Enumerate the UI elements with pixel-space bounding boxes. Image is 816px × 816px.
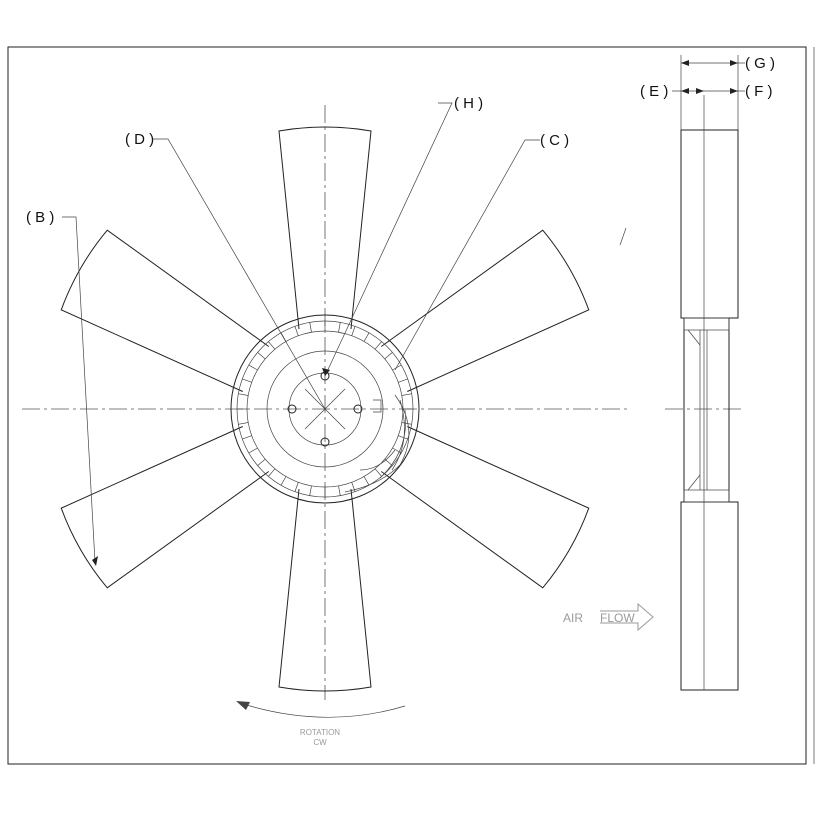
blade-lower-left bbox=[60, 426, 270, 589]
hub-rib bbox=[280, 476, 287, 486]
blade-lower-right bbox=[380, 426, 590, 589]
rotation-label-line2: CW bbox=[313, 738, 327, 747]
side-hub-diagonal-1 bbox=[687, 329, 701, 346]
blade-upper-left bbox=[60, 229, 270, 392]
airflow-arrow bbox=[600, 602, 654, 632]
hub-rib bbox=[338, 322, 341, 333]
callout-e: ( E ) bbox=[640, 83, 668, 100]
bolt-hole-right bbox=[353, 404, 363, 414]
hub-rib bbox=[242, 378, 252, 383]
hub-rib bbox=[238, 422, 249, 425]
hub-outer-ring bbox=[230, 314, 420, 504]
front-view bbox=[22, 102, 628, 718]
hub-rib bbox=[248, 364, 258, 371]
callout-b: ( B ) bbox=[26, 209, 54, 226]
bolt-hole-bottom bbox=[320, 437, 330, 447]
hub-rib bbox=[374, 468, 382, 477]
callout-c: ( C ) bbox=[540, 132, 569, 149]
dim-center-arrow bbox=[696, 88, 704, 94]
side-hub-diagonal-2 bbox=[687, 474, 701, 491]
hub-rib bbox=[257, 458, 266, 466]
hub-rib bbox=[338, 485, 341, 496]
hub-rib bbox=[392, 364, 402, 371]
blade-group bbox=[60, 126, 590, 692]
airflow-label-air: AIR bbox=[563, 611, 583, 625]
hub-rib bbox=[309, 485, 312, 496]
hub-rib bbox=[238, 393, 249, 396]
hub-rib bbox=[242, 435, 252, 440]
hub-rib bbox=[268, 341, 276, 350]
hub-rib bbox=[309, 322, 312, 333]
side-blade-upper bbox=[680, 129, 739, 319]
hub-rib bbox=[363, 476, 370, 486]
hub-rib bbox=[392, 447, 402, 454]
leader-b-arrow bbox=[92, 556, 98, 566]
side-view bbox=[600, 55, 745, 691]
drawing-frame bbox=[7, 46, 807, 765]
leader-h-arrow bbox=[322, 368, 330, 376]
hub-rib bbox=[294, 482, 299, 492]
dim-g-arrow-left bbox=[681, 60, 689, 66]
bolt-hole-left bbox=[287, 404, 297, 414]
hub-shading bbox=[344, 394, 410, 493]
hub-rib bbox=[363, 332, 370, 342]
blade-upper-right bbox=[380, 229, 590, 392]
callout-f: ( F ) bbox=[745, 83, 773, 100]
hub-rib bbox=[398, 435, 408, 440]
hub-rib bbox=[351, 326, 356, 336]
airflow-label-flow: FLOW bbox=[600, 611, 635, 625]
hub-rib bbox=[401, 422, 412, 425]
leader-d bbox=[153, 138, 326, 410]
dim-f-arrow bbox=[730, 88, 738, 94]
hub-rib bbox=[268, 468, 276, 477]
leader-b bbox=[62, 216, 96, 563]
hub-detail-mark bbox=[373, 399, 382, 413]
hub-rib bbox=[248, 447, 258, 454]
leader-h bbox=[324, 102, 453, 377]
callout-g: ( G ) bbox=[745, 55, 775, 72]
hub-ring-4 bbox=[266, 350, 384, 468]
hub-rib bbox=[374, 341, 382, 350]
rotation-label-line1: ROTATION bbox=[300, 728, 340, 737]
callout-d: ( D ) bbox=[125, 131, 154, 148]
side-hub-flange-bottom bbox=[683, 489, 730, 503]
hub-rib bbox=[257, 352, 266, 360]
rotation-arrow bbox=[239, 702, 406, 718]
hub-rib bbox=[398, 378, 408, 383]
side-hub bbox=[683, 317, 730, 503]
callout-h: ( H ) bbox=[454, 95, 483, 112]
side-blade-lower bbox=[680, 501, 739, 691]
blade-tip-tick bbox=[619, 227, 627, 246]
hub-rib bbox=[294, 326, 299, 336]
hub-rib bbox=[401, 393, 412, 396]
side-hub-flange-top bbox=[683, 317, 730, 331]
leader-c bbox=[394, 139, 540, 371]
blade-bottom bbox=[278, 488, 372, 692]
hub-rib bbox=[384, 352, 393, 360]
dim-e-arrow bbox=[681, 88, 689, 94]
dim-g-arrow-right bbox=[730, 60, 738, 66]
rotation-arrow-head bbox=[236, 701, 250, 710]
blade-top bbox=[278, 126, 372, 330]
